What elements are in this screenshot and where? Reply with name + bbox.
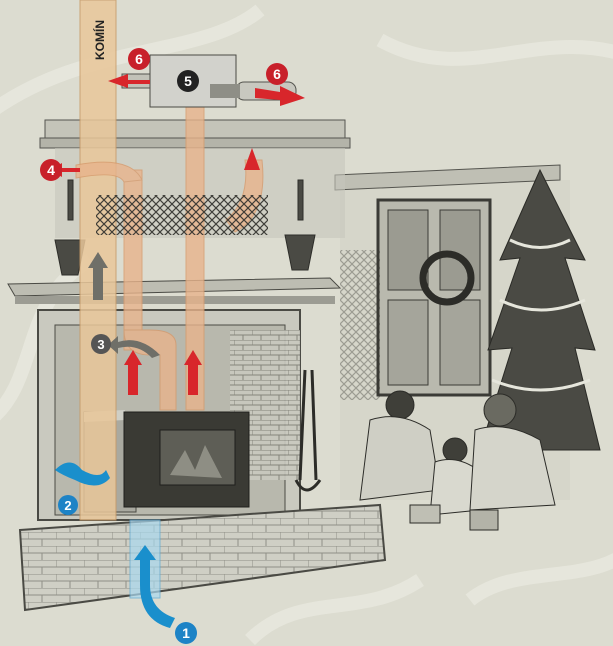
badge-6-right: 6 [266,63,288,85]
badge-4: 4 [40,159,62,181]
family-illustration [359,390,556,531]
candlestick-right-icon [284,179,316,271]
svg-text:2: 2 [64,498,71,513]
air-damper-icon [55,462,110,486]
svg-text:6: 6 [273,66,281,82]
svg-text:4: 4 [47,162,55,178]
wreath-icon [419,250,475,306]
svg-text:6: 6 [135,51,143,67]
candlestick-left-icon [54,179,86,276]
svg-text:1: 1 [182,625,190,641]
hot-air-arrows [50,74,305,395]
cold-air-intake [55,462,175,628]
flow-arrows-grey [88,252,160,358]
badge-1: 1 [175,622,197,644]
badge-5: 5 [177,70,199,92]
badge-2: 2 [58,495,78,515]
fireplace-tools-icon [294,369,322,492]
fire-icon [170,445,222,478]
lattice-panel [340,250,380,400]
chimney-label: KOMÍN [92,20,107,60]
badge-6-left: 6 [128,48,150,70]
hearth [18,503,387,612]
svg-text:5: 5 [184,73,192,89]
window [376,198,492,397]
badge-3: 3 [91,334,111,354]
mesh-filter [96,195,268,235]
svg-text:3: 3 [97,337,104,352]
